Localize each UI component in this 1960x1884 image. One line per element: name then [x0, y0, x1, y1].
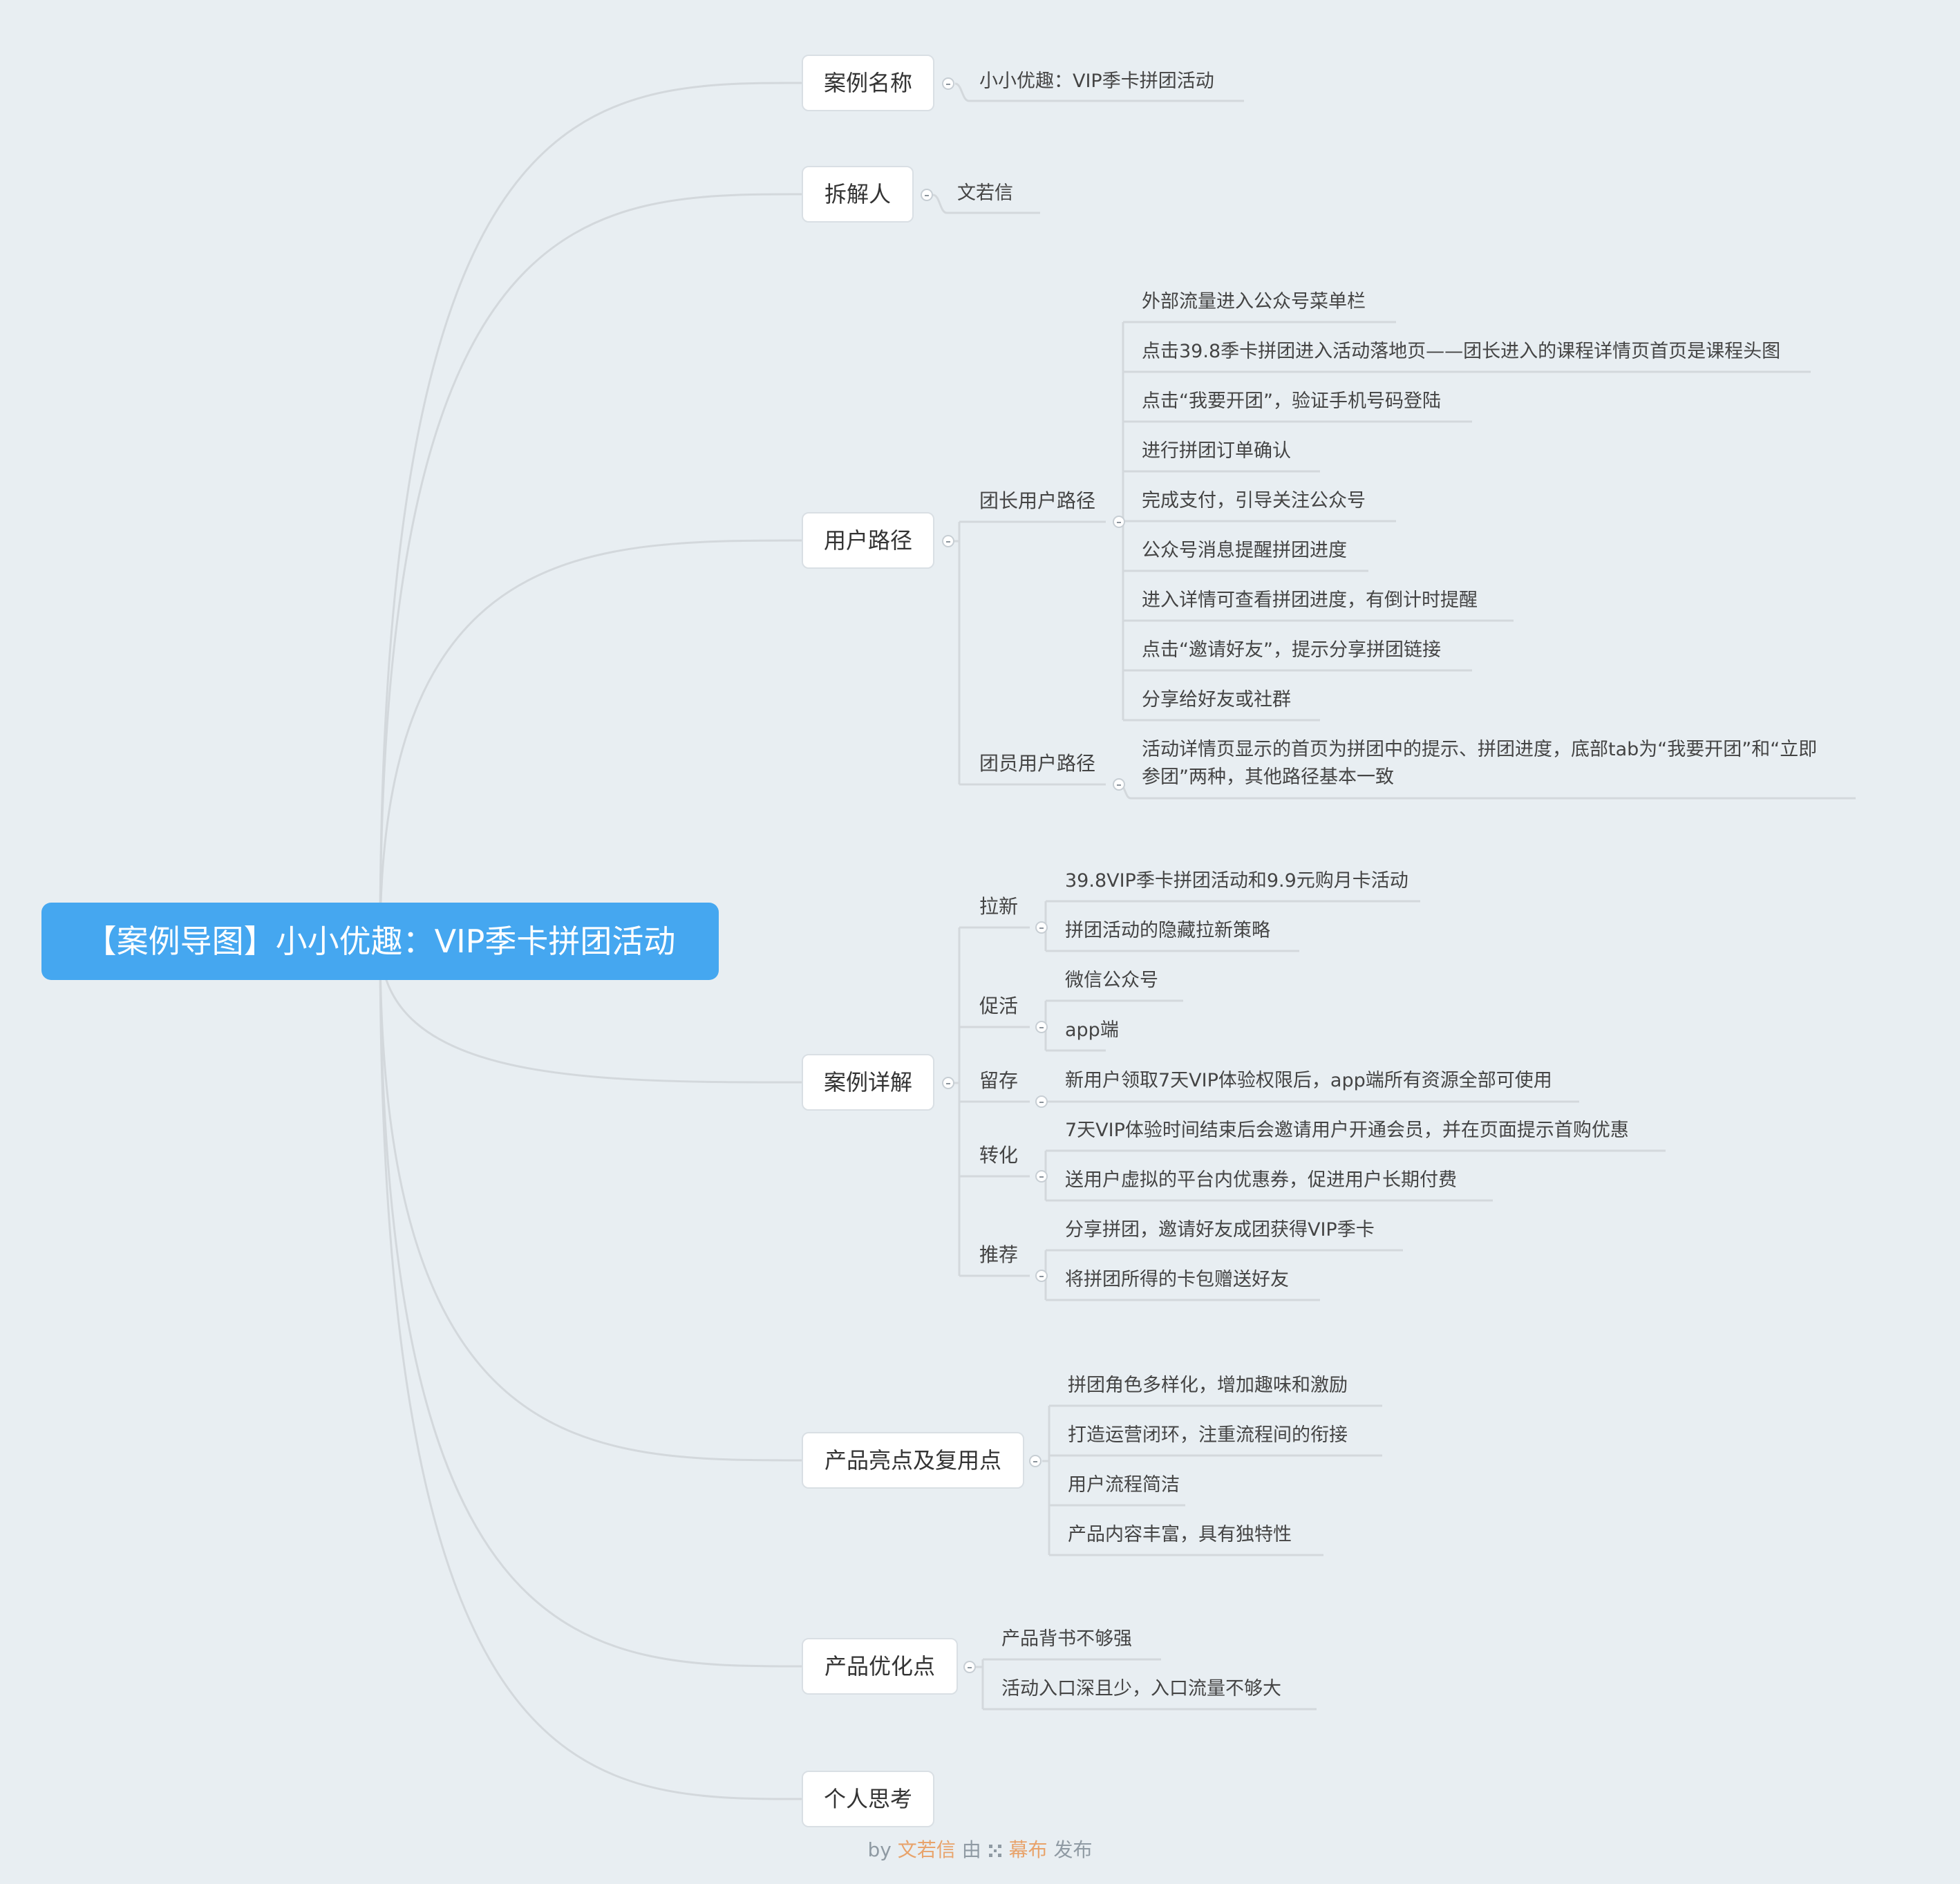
- root-topic[interactable]: 【案例导图】小小优趣：VIP季卡拼团活动: [41, 903, 719, 980]
- connector-line: [954, 82, 1244, 102]
- collapse-toggle-icon[interactable]: [1035, 1021, 1048, 1033]
- list-item[interactable]: 新用户领取7天VIP体验权限后，app端所有资源全部可使用: [1065, 1070, 1552, 1091]
- list-item[interactable]: 拼团角色多样化，增加趣味和激励: [1068, 1375, 1348, 1396]
- list-item[interactable]: 产品内容丰富，具有独特性: [1068, 1524, 1292, 1545]
- footer-brand-link[interactable]: 幕布: [1008, 1838, 1048, 1861]
- list-item[interactable]: 公众号消息提醒拼团进度: [1142, 540, 1347, 561]
- list-item[interactable]: 7天VIP体验时间结束后会邀请用户开通会员，并在页面提示首购优惠: [1065, 1120, 1629, 1141]
- sub-acquire[interactable]: 拉新: [979, 895, 1019, 918]
- collapse-toggle-icon[interactable]: [921, 189, 933, 201]
- leaf-case-name[interactable]: 小小优趣：VIP季卡拼团活动: [979, 70, 1214, 92]
- branch-highlights[interactable]: 产品亮点及复用点: [802, 1432, 1024, 1489]
- connector-line: [379, 941, 802, 1668]
- list-item[interactable]: 用户流程简洁: [1068, 1474, 1180, 1496]
- footer-mid: 由: [961, 1838, 981, 1861]
- branch-user-path[interactable]: 用户路径: [802, 512, 934, 569]
- sub-member-path[interactable]: 团员用户路径: [979, 752, 1096, 775]
- mubu-logo-icon: [988, 1845, 1001, 1857]
- connector-line: [379, 539, 802, 942]
- sub-convert[interactable]: 转化: [979, 1144, 1019, 1167]
- list-item[interactable]: 外部流量进入公众号菜单栏: [1142, 291, 1366, 312]
- connector-line: [379, 941, 802, 1800]
- branch-case-name[interactable]: 案例名称: [802, 55, 934, 111]
- list-item[interactable]: 分享拼团，邀请好友成团获得VIP季卡: [1065, 1219, 1375, 1241]
- collapse-toggle-icon[interactable]: [942, 1077, 954, 1089]
- collapse-toggle-icon[interactable]: [942, 77, 954, 90]
- list-item[interactable]: 完成支付，引导关注公众号: [1142, 490, 1366, 511]
- branch-optimize[interactable]: 产品优化点: [802, 1638, 958, 1695]
- list-item[interactable]: 点击“我要开团”，验证手机号码登陆: [1142, 390, 1441, 412]
- collapse-toggle-icon[interactable]: [1035, 1095, 1048, 1108]
- list-item-line1[interactable]: 活动详情页显示的首页为拼团中的提示、拼团进度，底部tab为“我要开团”和“立即: [1142, 739, 1818, 760]
- leaf-author[interactable]: 文若信: [957, 182, 1013, 204]
- list-item[interactable]: 拼团活动的隐藏拉新策略: [1065, 920, 1270, 941]
- collapse-toggle-icon[interactable]: [942, 535, 954, 547]
- list-item[interactable]: 分享给好友或社群: [1142, 689, 1291, 710]
- list-item[interactable]: 点击“邀请好友”，提示分享拼团链接: [1142, 639, 1441, 661]
- list-item[interactable]: 点击39.8季卡拼团进入活动落地页——团长进入的课程详情页首页是课程头图: [1142, 341, 1781, 362]
- footer-by: by: [867, 1838, 892, 1861]
- connector-line: [379, 941, 802, 1462]
- list-item[interactable]: 送用户虚拟的平台内优惠券，促进用户长期付费: [1065, 1169, 1457, 1191]
- connector-line: [379, 941, 802, 1084]
- collapse-toggle-icon[interactable]: [1029, 1455, 1042, 1467]
- connector-line: [379, 193, 802, 942]
- connector-line: [379, 82, 802, 942]
- list-item[interactable]: 将拼团所得的卡包赠送好友: [1065, 1269, 1289, 1290]
- branch-author[interactable]: 拆解人: [802, 166, 914, 223]
- collapse-toggle-icon[interactable]: [1035, 1170, 1048, 1183]
- connector-line: [932, 194, 1040, 214]
- sub-refer[interactable]: 推荐: [979, 1243, 1019, 1266]
- list-item[interactable]: 39.8VIP季卡拼团活动和9.9元购月卡活动: [1065, 870, 1408, 892]
- list-item[interactable]: 产品背书不够强: [1001, 1628, 1132, 1650]
- collapse-toggle-icon[interactable]: [963, 1661, 976, 1673]
- footer-credit: by 文若信 由 幕布 发布: [0, 1835, 1960, 1863]
- sub-leader-path[interactable]: 团长用户路径: [979, 489, 1096, 512]
- sub-activate[interactable]: 促活: [979, 995, 1019, 1017]
- collapse-toggle-icon[interactable]: [1113, 516, 1125, 528]
- footer-author-link[interactable]: 文若信: [897, 1838, 956, 1861]
- collapse-toggle-icon[interactable]: [1113, 778, 1125, 791]
- list-item-line2[interactable]: 参团”两种，其他路径基本一致: [1142, 766, 1394, 788]
- list-item[interactable]: app端: [1065, 1019, 1119, 1041]
- branch-case-detail[interactable]: 案例详解: [802, 1054, 934, 1111]
- sub-retain[interactable]: 留存: [979, 1069, 1019, 1092]
- list-item[interactable]: 微信公众号: [1065, 970, 1158, 991]
- collapse-toggle-icon[interactable]: [1035, 921, 1048, 934]
- list-item[interactable]: 活动入口深且少，入口流量不够大: [1001, 1678, 1281, 1699]
- list-item[interactable]: 进行拼团订单确认: [1142, 440, 1291, 462]
- branch-thoughts[interactable]: 个人思考: [802, 1771, 934, 1827]
- collapse-toggle-icon[interactable]: [1035, 1270, 1048, 1282]
- list-item[interactable]: 进入详情可查看拼团进度，有倒计时提醒: [1142, 590, 1478, 611]
- footer-end: 发布: [1053, 1838, 1093, 1861]
- list-item[interactable]: 打造运营闭环，注重流程间的衔接: [1068, 1424, 1348, 1446]
